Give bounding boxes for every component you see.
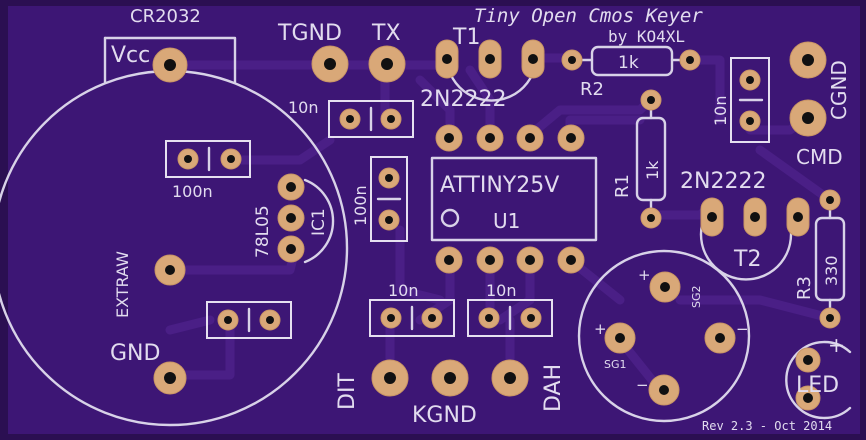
label-ic1: IC1 bbox=[309, 208, 329, 236]
board-title: Tiny Open Cmos Keyer bbox=[474, 5, 703, 27]
label-sg2-minus: − bbox=[736, 320, 749, 338]
label-vcc: Vcc bbox=[111, 43, 150, 68]
label-u1: U1 bbox=[493, 209, 520, 233]
cap-10n-right-box bbox=[730, 57, 770, 143]
buzzer-outline bbox=[577, 249, 751, 423]
led-outline bbox=[785, 340, 852, 420]
label-cap-100n-center: 100n bbox=[351, 185, 370, 226]
label-u1-part: ATTINY25V bbox=[440, 173, 559, 198]
label-t1-part: 2N2222 bbox=[420, 87, 506, 112]
label-sg1-minus: − bbox=[636, 376, 649, 394]
label-r3: R3 bbox=[794, 276, 815, 300]
label-kgnd: KGND bbox=[412, 403, 477, 428]
label-cap-extraw: 10n bbox=[388, 281, 419, 300]
label-cgnd: CGND bbox=[827, 60, 851, 120]
ic1-outline bbox=[303, 178, 335, 264]
label-led: LED bbox=[796, 373, 839, 398]
label-tx: TX bbox=[371, 21, 401, 46]
label-t2: T2 bbox=[733, 247, 761, 272]
label-r1-value: 1k bbox=[643, 160, 662, 180]
u1-outline bbox=[430, 156, 598, 242]
label-cap-10n-right: 10n bbox=[711, 96, 730, 127]
label-sg2: SG2 bbox=[690, 285, 703, 308]
label-tgnd: TGND bbox=[277, 21, 342, 46]
label-dah: DAH bbox=[541, 364, 566, 412]
label-r1: R1 bbox=[612, 174, 633, 198]
label-reg: 78L05 bbox=[253, 205, 273, 258]
label-r3-value: 330 bbox=[822, 255, 841, 286]
pads bbox=[152, 39, 841, 411]
label-cap-10n-top: 10n bbox=[288, 98, 319, 117]
label-cmd: CMD bbox=[796, 145, 843, 169]
label-battery: CR2032 bbox=[130, 6, 201, 27]
label-sg2-plus: + bbox=[638, 266, 651, 284]
label-sg1-plus: + bbox=[594, 320, 607, 338]
label-dit: DIT bbox=[335, 373, 360, 410]
label-gnd: GND bbox=[110, 341, 160, 366]
t2-outline bbox=[699, 223, 793, 281]
cap-10n-dah-box bbox=[467, 299, 553, 337]
cap-10n-top-box bbox=[328, 100, 414, 138]
board-author: by KO4XL bbox=[608, 27, 685, 46]
label-cap-100n-left: 100n bbox=[172, 182, 213, 201]
label-t1: T1 bbox=[452, 25, 480, 50]
u1-pin1-marker bbox=[440, 208, 460, 228]
cap-extraw-box bbox=[206, 301, 292, 339]
label-t2-part: 2N2222 bbox=[680, 169, 766, 194]
label-led-plus: + bbox=[828, 333, 845, 357]
label-sg1: SG1 bbox=[604, 358, 627, 371]
cap-100n-left-box bbox=[165, 140, 251, 178]
label-extraw: EXTRAW bbox=[113, 251, 132, 318]
cap-100n-center-box bbox=[370, 156, 408, 242]
label-r2-value: 1k bbox=[618, 53, 639, 73]
cap-10n-dit-box bbox=[369, 299, 455, 337]
board-revision: Rev 2.3 - Oct 2014 bbox=[702, 419, 832, 433]
label-cap-10n-dah: 10n bbox=[486, 281, 517, 300]
label-r2: R2 bbox=[580, 79, 604, 100]
